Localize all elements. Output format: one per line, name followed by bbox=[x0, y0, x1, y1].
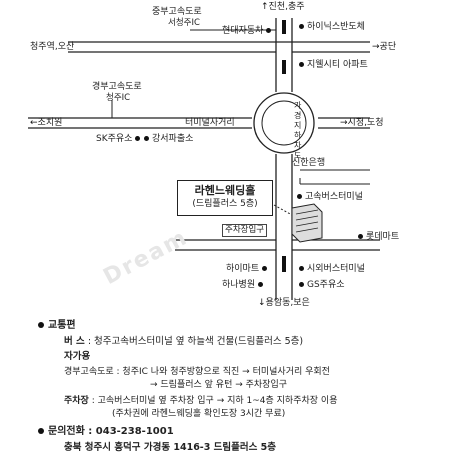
label-gs: GS주유소 bbox=[296, 280, 345, 291]
label-right-mid: →시청,도청 bbox=[340, 118, 384, 128]
label-ic-1: 서청주IC bbox=[168, 18, 200, 28]
label-hana: 하나병원 bbox=[222, 280, 266, 291]
road-middle bbox=[28, 117, 370, 129]
transport-heading: 교통편 bbox=[38, 320, 76, 332]
label-himart: 하이마트 bbox=[226, 264, 270, 275]
label-intercity: 시외버스터미널 bbox=[296, 264, 365, 275]
car-label: 자가용 bbox=[64, 351, 91, 362]
venue-box: 라헨느웨딩홀 (드림플러스 5층) bbox=[177, 180, 273, 216]
info-section: 교통편 버 스 : 청주고속버스터미널 옆 하늘색 건물(드림플러스 5층) 자… bbox=[0, 318, 450, 470]
label-hyundai: 현대자동차 bbox=[222, 26, 274, 37]
road-vertical bbox=[275, 18, 293, 300]
label-sk: SK주유소 bbox=[96, 134, 143, 145]
bus-row: 버 스 : 청주고속버스터미널 옆 하늘색 건물(드림플러스 5층) bbox=[64, 336, 304, 347]
label-bottom-destination: ↓용암동,보은 bbox=[258, 298, 310, 308]
parking-entrance: 주차장입구 bbox=[222, 224, 268, 237]
car-text-1: 경부고속도로 : 청주IC 나와 청주방향으로 직진 → 터미널사거리 우회전 bbox=[64, 367, 330, 377]
label-lotte: 롯데마트 bbox=[355, 232, 399, 243]
label-express-terminal: 고속버스터미널 bbox=[294, 192, 363, 203]
parking-note: (주차권에 라헨느웨딩홀 확인도장 3시간 무료) bbox=[112, 409, 286, 419]
address: 충북 청주시 흥덕구 가경동 1416-3 드림플러스 5층 bbox=[64, 442, 277, 453]
venue-sub: (드림플러스 5층) bbox=[192, 199, 258, 209]
label-terminal-crossroad: 터미널사거리 bbox=[185, 118, 235, 128]
road-shinhan bbox=[299, 169, 370, 185]
building-icon bbox=[291, 203, 323, 243]
venue-name: 라헨느웨딩홀 bbox=[194, 184, 256, 197]
contact-row: 문의전화 : 043-238-1001 bbox=[38, 426, 174, 438]
label-top-destination: ↑진천,충주 bbox=[261, 2, 305, 12]
label-hynix: 하이닉스반도체 bbox=[296, 22, 365, 33]
label-expressway-2: 경부고속도로 bbox=[92, 82, 142, 92]
label-jiwell: 지웰시티 아파트 bbox=[296, 60, 368, 71]
label-left-top: 청주역,오산 bbox=[30, 42, 75, 52]
road-network bbox=[28, 18, 380, 300]
label-right-top: →공단 bbox=[372, 42, 397, 52]
label-left-mid: ←조치원 bbox=[30, 118, 63, 128]
label-expressway-1: 중부고속도로 bbox=[152, 7, 202, 17]
car-text-2: → 드림플러스 앞 유턴 → 주차장입구 bbox=[150, 380, 288, 390]
parking-row: 주차장 : 고속버스터미널 옆 주차장 입구 → 지하 1~4층 지하주차장 이… bbox=[64, 396, 338, 406]
label-ic-2: 청주IC bbox=[106, 93, 131, 103]
label-gangseo: 강서파출소 bbox=[141, 134, 193, 145]
label-boulevard: 가경지하차도 bbox=[294, 101, 302, 160]
label-shinhan: 신한은행 bbox=[292, 158, 326, 168]
road-top bbox=[68, 41, 370, 53]
location-map: ↑진천,충주 중부고속도로 서청주IC 현대자동차 하이닉스반도체 청주역,오산… bbox=[28, 2, 399, 308]
road-lotte bbox=[175, 239, 380, 251]
